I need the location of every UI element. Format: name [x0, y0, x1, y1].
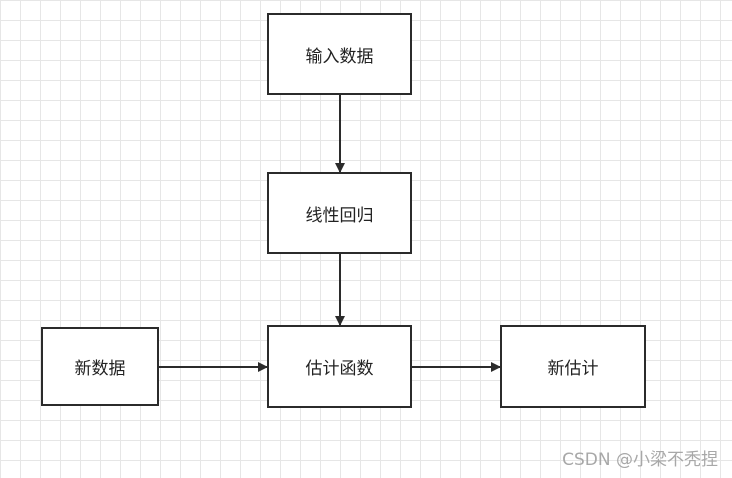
- new-estimate-node: 新估计: [500, 325, 646, 408]
- csdn-watermark: CSDN @小梁不秃捏: [562, 450, 718, 470]
- new-data-node: 新数据: [41, 327, 159, 406]
- input-data-node: 输入数据: [267, 13, 412, 95]
- linear-regression-node: 线性回归: [267, 172, 412, 254]
- estimation-function-node: 估计函数: [267, 325, 412, 408]
